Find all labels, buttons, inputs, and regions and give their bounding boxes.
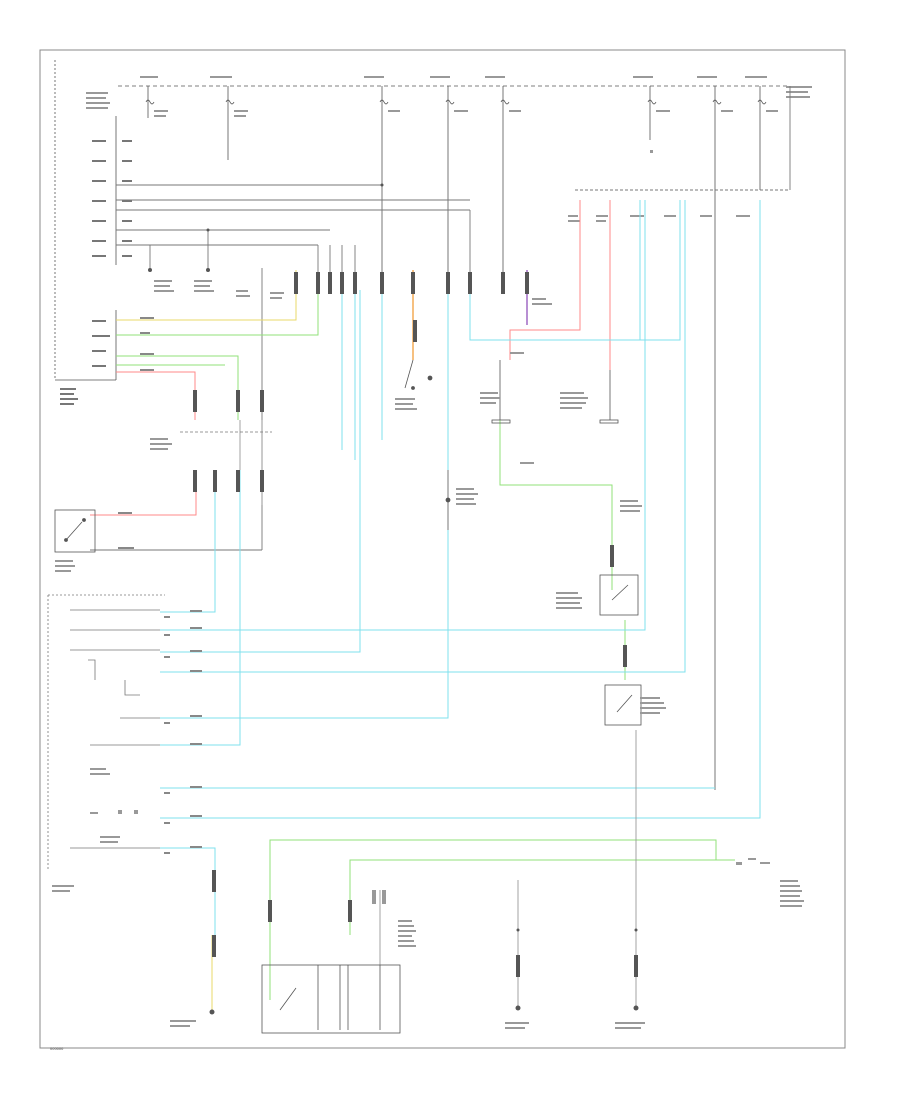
footer-code: 000000 xyxy=(50,1047,63,1051)
yellow-wires xyxy=(116,270,297,1010)
red-wires xyxy=(90,200,611,516)
mid-switch-label xyxy=(395,398,417,410)
seat-module-box xyxy=(261,964,401,1034)
bottom-ground-labels xyxy=(170,1020,645,1029)
cluster-module xyxy=(47,594,165,870)
center-buckle-switch xyxy=(445,470,451,530)
left-module-connector xyxy=(54,60,117,381)
connector-ticks xyxy=(193,272,638,977)
right-bus-labels xyxy=(568,150,750,222)
mid-switch-orange xyxy=(404,359,433,390)
grey-wires-lower xyxy=(239,420,637,1010)
seat-module-labels xyxy=(372,890,416,947)
small-labels-mid xyxy=(154,280,284,299)
left-module-pins xyxy=(60,140,132,405)
ground-dots xyxy=(148,183,384,272)
right-lower-labels xyxy=(736,858,804,907)
right-bus xyxy=(575,86,791,191)
right-relays xyxy=(491,360,619,424)
fuse-symbols xyxy=(145,99,767,105)
wire-color-labels xyxy=(118,317,202,854)
left-switch xyxy=(54,509,96,553)
seatbelt-switch-right-2 xyxy=(604,684,642,726)
green-wires xyxy=(116,290,735,1000)
black-wires-left xyxy=(90,184,471,551)
bottom-grounds xyxy=(209,928,639,1015)
splice-label xyxy=(150,438,172,450)
left-switch-label xyxy=(55,560,75,572)
right-relay-labels xyxy=(480,298,642,512)
power-bus-top xyxy=(118,85,790,790)
diagram-frame xyxy=(39,49,846,1049)
seatbelt-switch-right-1 xyxy=(599,574,639,616)
header-label-marks xyxy=(86,76,812,117)
cluster-labels xyxy=(52,768,138,892)
seatbelt-switch-labels xyxy=(556,592,666,714)
center-labels xyxy=(456,488,478,505)
cyan-wires xyxy=(160,200,761,935)
